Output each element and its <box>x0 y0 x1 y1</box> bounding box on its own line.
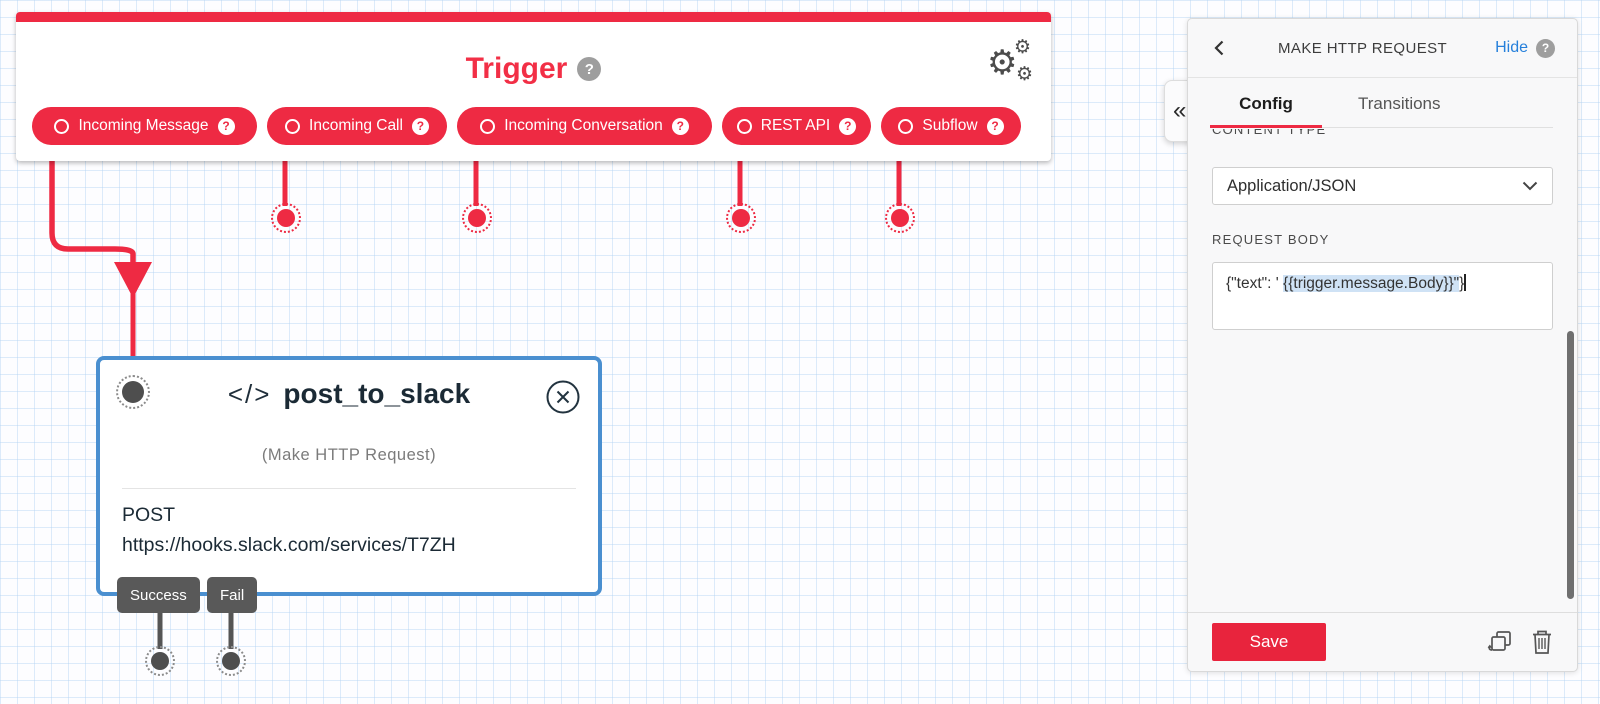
pill-help-icon[interactable]: ? <box>839 117 857 135</box>
port-widget-input[interactable] <box>116 375 150 409</box>
content-type-value: Application/JSON <box>1227 176 1357 195</box>
port-success[interactable] <box>145 646 175 676</box>
flow-settings-gear-icon[interactable]: ⚙⚙⚙ <box>987 37 1033 85</box>
back-chevron-icon[interactable] <box>1210 38 1230 58</box>
panel-body: CONTENT TYPE Application/JSON REQUEST BO… <box>1212 129 1553 612</box>
delete-widget-icon[interactable] <box>1531 629 1553 655</box>
pill-incoming-call[interactable]: Incoming Call ? <box>267 107 447 145</box>
trigger-help-icon[interactable]: ? <box>577 57 602 81</box>
content-type-select[interactable]: Application/JSON <box>1212 167 1553 205</box>
pill-label: Subflow <box>922 117 978 134</box>
pill-incoming-conversation[interactable]: Incoming Conversation ? <box>457 107 712 145</box>
transition-success-tag[interactable]: Success <box>117 577 200 613</box>
wire-incoming-message <box>49 143 136 263</box>
hide-link[interactable]: Hide <box>1495 39 1528 56</box>
pill-help-icon[interactable]: ? <box>217 117 235 135</box>
radio-circle-icon <box>736 118 752 134</box>
panel-header: MAKE HTTP REQUEST Hide ? <box>1188 19 1577 78</box>
panel-tabs: Config Transitions <box>1210 79 1553 128</box>
divider <box>122 488 576 489</box>
http-url: https://hooks.slack.com/services/T7ZH <box>122 534 456 556</box>
widget-name: post_to_slack <box>283 378 471 409</box>
content-type-label: CONTENT TYPE <box>1212 129 1327 137</box>
pill-help-icon[interactable]: ? <box>411 117 429 135</box>
panel-scrollbar[interactable] <box>1567 331 1574 599</box>
pill-subflow[interactable]: Subflow ? <box>881 107 1021 145</box>
tab-transitions[interactable]: Transitions <box>1358 94 1441 113</box>
port-subflow[interactable] <box>885 203 915 233</box>
widget-type-label: (Make HTTP Request) <box>261 446 437 464</box>
port-rest-api[interactable] <box>726 203 756 233</box>
post-to-slack-widget[interactable]: </> post_to_slack (Make HTTP Request) PO… <box>96 356 602 613</box>
pill-help-icon[interactable]: ? <box>671 117 689 135</box>
pill-help-icon[interactable]: ? <box>986 117 1004 135</box>
panel-title: MAKE HTTP REQUEST <box>1278 39 1448 57</box>
close-icon[interactable] <box>546 380 580 414</box>
inspector-panel: MAKE HTTP REQUEST Hide ? Config Transiti… <box>1187 18 1578 672</box>
panel-footer: Save <box>1188 612 1577 671</box>
pill-label: REST API <box>760 117 831 134</box>
radio-circle-icon <box>480 118 496 134</box>
port-fail[interactable] <box>216 646 246 676</box>
widget-summary: POST https://hooks.slack.com/services/T7… <box>122 500 456 560</box>
request-body-input[interactable]: {"text": ' {{trigger.message.Body}}"} <box>1212 262 1553 330</box>
pill-incoming-message[interactable]: Incoming Message ? <box>32 107 257 145</box>
collapse-chevrons-icon: « <box>1173 97 1187 124</box>
wire-arrowhead-icon <box>114 262 152 298</box>
trigger-topbar <box>16 12 1051 22</box>
radio-circle-icon <box>285 118 301 134</box>
panel-help-icon[interactable]: ? <box>1536 38 1555 58</box>
chevron-down-icon <box>1522 181 1538 191</box>
radio-circle-icon <box>54 118 70 134</box>
trigger-widget[interactable]: Trigger ? ⚙⚙⚙ Incoming Message ? Incomin… <box>16 12 1051 161</box>
request-body-label: REQUEST BODY <box>1212 232 1330 247</box>
pill-label: Incoming Call <box>309 117 403 134</box>
transition-fail-tag[interactable]: Fail <box>207 577 258 613</box>
body-text: {"text": ' <box>1226 275 1284 292</box>
pill-label: Incoming Conversation <box>504 117 663 134</box>
port-incoming-conversation[interactable] <box>462 203 492 233</box>
http-method: POST <box>122 504 176 526</box>
tab-config[interactable]: Config <box>1210 79 1322 128</box>
text-cursor <box>1464 274 1467 291</box>
radio-circle-icon <box>898 118 914 134</box>
duplicate-widget-icon[interactable] <box>1487 629 1514 655</box>
pill-rest-api[interactable]: REST API ? <box>722 107 871 145</box>
save-button[interactable]: Save <box>1212 623 1326 661</box>
code-icon: </> <box>227 378 272 409</box>
port-incoming-call[interactable] <box>271 203 301 233</box>
trigger-pill-row: Incoming Message ? Incoming Call ? Incom… <box>32 107 1021 145</box>
body-text: } <box>1459 275 1465 292</box>
body-text-highlighted: {{trigger.message.Body}}" <box>1283 275 1460 292</box>
trigger-title: Trigger <box>465 52 568 85</box>
pill-label: Incoming Message <box>78 117 209 134</box>
